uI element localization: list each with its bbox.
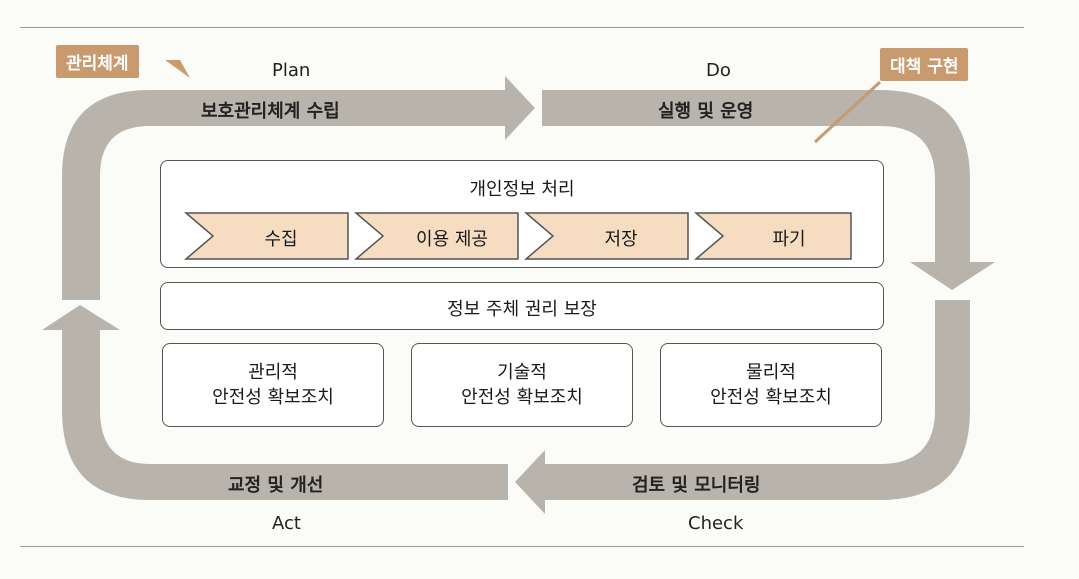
plan-band bbox=[62, 76, 535, 300]
stage-use-provide: 이용 제공 bbox=[416, 229, 488, 250]
bottom-divider bbox=[20, 546, 1024, 547]
safeguard-technical: 기술적 안전성 확보조치 bbox=[411, 343, 633, 427]
stage-chevron-use bbox=[353, 212, 519, 260]
processing-title: 개인정보 처리 bbox=[469, 179, 575, 200]
phase-act: Act bbox=[272, 513, 301, 534]
safeguard-physical-title: 물리적 bbox=[746, 361, 796, 383]
safeguard-administrative: 관리적 안전성 확보조치 bbox=[162, 343, 384, 427]
act-band-label: 교정 및 개선 bbox=[228, 475, 324, 496]
safeguard-technical-title: 기술적 bbox=[497, 361, 547, 383]
implementation-tag: 대책 구현 bbox=[880, 48, 969, 81]
top-divider bbox=[20, 27, 1024, 28]
stage-chevron-store bbox=[523, 212, 689, 260]
safeguard-physical: 물리적 안전성 확보조치 bbox=[660, 343, 882, 427]
act-band bbox=[42, 305, 508, 500]
stage-destroy: 파기 bbox=[772, 229, 806, 250]
phase-do: Do bbox=[706, 60, 731, 81]
check-band-label: 검토 및 모니터링 bbox=[632, 475, 761, 496]
phase-check: Check bbox=[688, 513, 744, 534]
implementation-tag-pointer bbox=[813, 80, 882, 144]
safeguard-administrative-desc: 안전성 확보조치 bbox=[212, 387, 334, 408]
do-band bbox=[542, 90, 995, 290]
safeguard-physical-desc: 안전성 확보조치 bbox=[710, 387, 832, 408]
management-tag-pointer bbox=[165, 60, 190, 78]
plan-band-label: 보호관리체계 수립 bbox=[201, 101, 340, 122]
safeguard-technical-desc: 안전성 확보조치 bbox=[461, 387, 583, 408]
safeguard-administrative-title: 관리적 bbox=[248, 361, 298, 383]
rights-box: 정보 주체 권리 보장 bbox=[160, 282, 884, 330]
processing-stages bbox=[183, 212, 852, 260]
stage-chevron-destroy bbox=[693, 212, 852, 260]
stage-collect: 수집 bbox=[264, 229, 298, 250]
check-band bbox=[515, 300, 970, 514]
management-system-tag: 관리체계 bbox=[56, 45, 139, 78]
rights-label: 정보 주체 권리 보장 bbox=[447, 299, 597, 320]
processing-box: 개인정보 처리 수집 이용 제공 저장 파기 bbox=[160, 160, 884, 268]
stage-chevron-collect bbox=[183, 212, 349, 260]
stage-store: 저장 bbox=[604, 229, 638, 250]
phase-plan: Plan bbox=[272, 60, 311, 81]
do-band-label: 실행 및 운영 bbox=[658, 101, 754, 122]
